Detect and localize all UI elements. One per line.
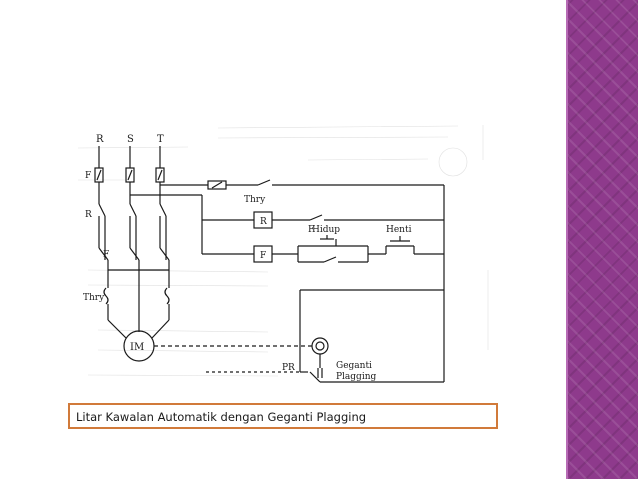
geganti-label-line1: Geganti — [336, 361, 372, 371]
henti-label: Henti — [386, 225, 412, 235]
caption-box: Litar Kawalan Automatik dengan Geganti P… — [68, 403, 498, 429]
fuse-label: F — [85, 171, 91, 181]
pr-label: PR — [282, 363, 295, 373]
motor-label: IM — [130, 342, 144, 353]
phase-s-label: S — [127, 134, 134, 145]
geganti-label-line2: Plagging — [336, 372, 376, 382]
side-band-edge — [566, 0, 568, 479]
scan-background-marks — [77, 125, 489, 377]
contact-f-ctrl-label: F — [308, 225, 314, 235]
hold-contact-f — [323, 256, 337, 263]
thry-element-2 — [164, 287, 170, 305]
phase-r-label: R — [96, 134, 104, 145]
thry-contact-relay — [257, 179, 271, 186]
phase-t-label: T — [157, 134, 164, 145]
coil-r-label: R — [260, 217, 267, 227]
circuit-diagram: R S T — [68, 120, 498, 402]
hidup-label: Hidup — [312, 225, 340, 235]
thry-element-1 — [103, 287, 109, 305]
thry-relay-label: Thry — [244, 195, 266, 205]
coil-f-label: F — [260, 251, 266, 261]
contact-f-label: F — [103, 250, 109, 260]
contact-f-ctrl — [309, 214, 323, 221]
circuit-svg: R S T — [77, 125, 489, 383]
plugging-relay-sensor — [311, 337, 329, 355]
caption-text: Litar Kawalan Automatik dengan Geganti P… — [76, 410, 367, 424]
contact-r-label: R — [85, 210, 92, 220]
decorative-side-band — [568, 0, 638, 479]
thry-main-label: Thry — [83, 293, 105, 303]
